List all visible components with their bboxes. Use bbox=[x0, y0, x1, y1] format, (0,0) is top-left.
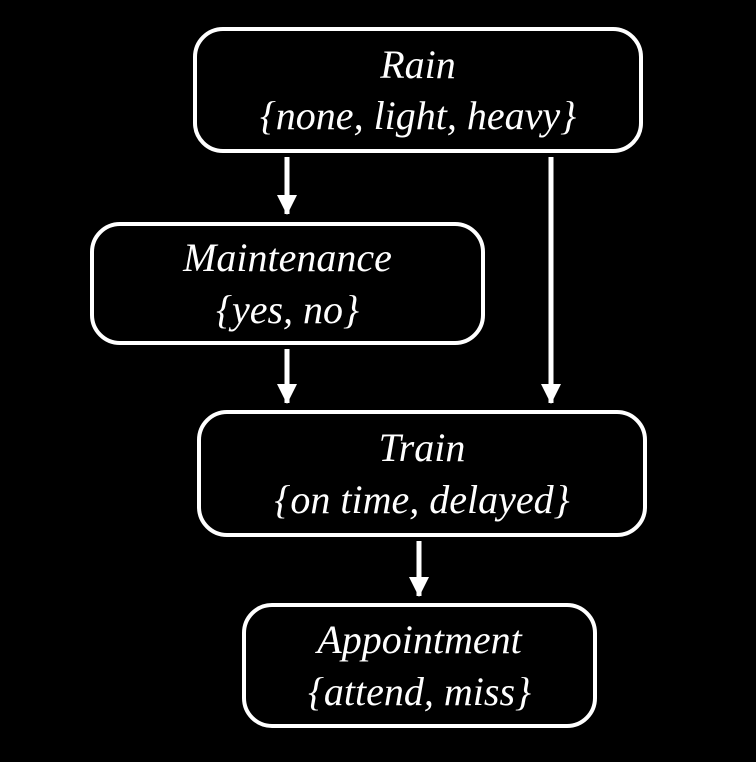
node-maintenance: Maintenance {yes, no} bbox=[90, 222, 485, 345]
node-maintenance-domain: {yes, no} bbox=[215, 286, 360, 332]
node-rain: Rain {none, light, heavy} bbox=[193, 27, 643, 153]
node-train: Train {on time, delayed} bbox=[197, 410, 647, 537]
node-rain-title: Rain bbox=[380, 41, 456, 87]
node-appointment-title: Appointment bbox=[317, 617, 522, 663]
node-maintenance-title: Maintenance bbox=[183, 235, 392, 281]
node-train-domain: {on time, delayed} bbox=[274, 476, 570, 522]
node-rain-domain: {none, light, heavy} bbox=[259, 93, 577, 138]
node-appointment: Appointment {attend, miss} bbox=[242, 603, 597, 728]
node-train-title: Train bbox=[378, 425, 466, 471]
node-appointment-domain: {attend, miss} bbox=[307, 668, 532, 714]
